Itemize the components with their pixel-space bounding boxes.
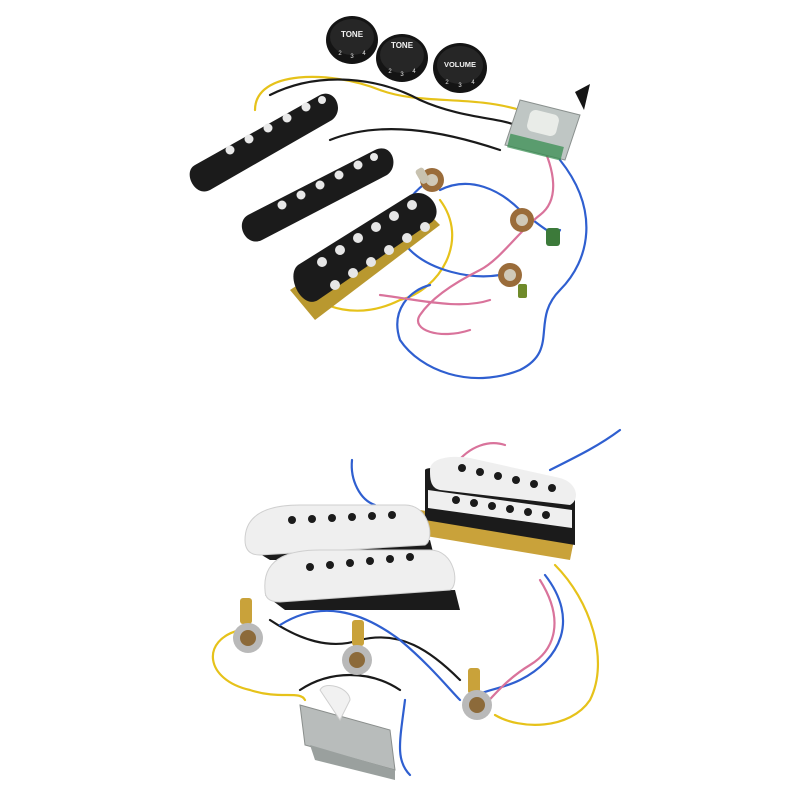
black-wire [298,674,402,692]
yellow-wire [211,628,307,702]
svg-text:2: 2 [445,80,449,86]
knob-label: TONE [341,30,364,39]
svg-text:4: 4 [471,80,475,86]
knob-tone-2: TONE 2 3 4 [376,34,428,82]
svg-text:3: 3 [400,72,404,78]
blue-wire [396,158,588,380]
blue-wire [468,573,565,702]
humbucker-pickup [420,456,576,560]
pink-wire [378,293,492,306]
potentiometer [233,598,263,653]
blue-wire [350,458,377,507]
svg-text:3: 3 [458,83,462,89]
knob-volume: VOLUME 2 3 4 [433,43,487,93]
pink-wire [417,138,555,336]
potentiometer [462,668,492,720]
blue-wire [548,428,622,472]
potentiometer [498,263,527,298]
svg-text:2: 2 [338,51,342,57]
humbucker-pickup [290,193,440,320]
bottom-wires [211,428,622,777]
svg-text:2: 2 [388,69,392,75]
potentiometer [510,208,560,246]
single-coil-pickup [264,549,460,610]
yellow-wire [493,563,599,726]
potentiometer [342,620,372,675]
blue-wire [398,698,412,777]
capacitor [546,228,560,246]
knob-tone-1: TONE 2 3 4 [326,16,378,64]
single-coil-pickup [241,148,394,242]
yellow-wire [253,75,522,112]
black-wire [268,78,517,127]
knob-label: TONE [391,41,414,50]
black-wire [328,128,502,152]
blue-wire [278,609,462,702]
potentiometer [415,167,444,192]
svg-text:4: 4 [362,51,366,57]
top-photo: TONE 2 3 4 TONE 2 3 4 VOLUME 2 3 4 [189,16,590,380]
five-way-switch [504,84,590,161]
single-coil-pickup [189,93,339,192]
five-way-switch [299,685,396,780]
pink-wire [478,578,556,712]
switch-tip [319,685,351,721]
switch-tip [575,84,590,110]
svg-text:3: 3 [350,54,354,60]
svg-text:4: 4 [412,69,416,75]
knob-label: VOLUME [444,60,476,69]
bottom-photo [211,428,622,780]
blue-wire [438,182,562,235]
